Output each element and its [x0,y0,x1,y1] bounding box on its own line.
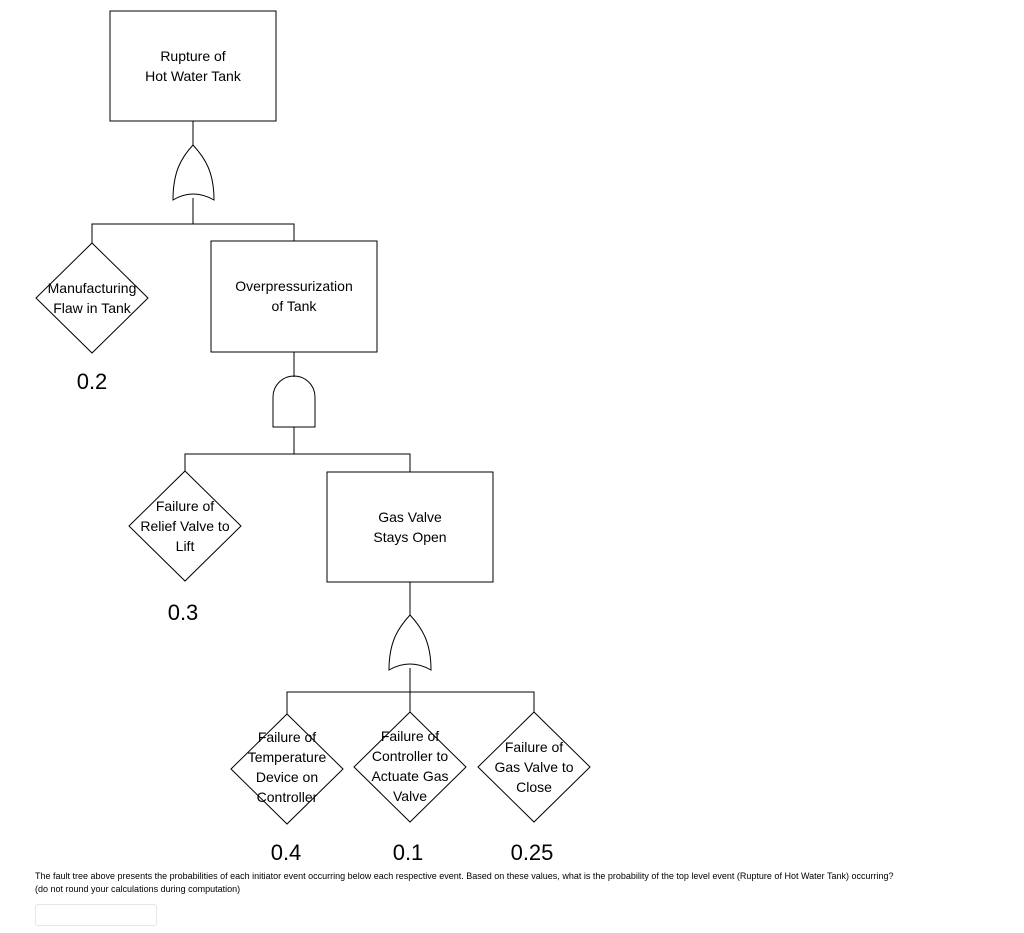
probability-manufacturing: 0.2 [76,369,108,394]
fault-tree-diagram [35,10,591,825]
temperature-device-label: Failure of Temperature Device on Control… [247,729,327,805]
probability-gas-valve-close: 0.25 [510,840,554,865]
top-event-label: Rupture of Hot Water Tank [145,48,241,84]
connector [91,223,295,243]
question-text: The fault tree above presents the probab… [35,871,894,894]
temperature-device-diamond [230,713,344,825]
manufacturing-diamond [35,242,149,354]
or-gate-top [172,144,215,201]
controller-label: Failure of Controller to Actuate Gas Val… [371,728,449,804]
connector [184,453,411,472]
probability-controller: 0.1 [392,840,424,865]
relief-valve-label: Failure of Relief Valve to Lift [140,498,230,554]
controller-diamond [353,711,467,823]
gas-valve-open-label: Gas Valve Stays Open [373,509,447,545]
probability-temperature-device: 0.4 [270,840,302,865]
or-gate-gas-valve [388,614,432,671]
overpressurization-label: Overpressurization of Tank [235,278,353,314]
gas-valve-close-label: Failure of Gas Valve to Close [494,739,574,795]
gas-valve-close-diamond [477,711,591,823]
answer-input[interactable] [35,904,157,926]
probability-relief-valve: 0.3 [167,600,199,625]
relief-valve-diamond [128,470,242,582]
manufacturing-label: Manufacturing Flaw in Tank [47,280,137,316]
and-gate-overpressurization [272,375,316,428]
